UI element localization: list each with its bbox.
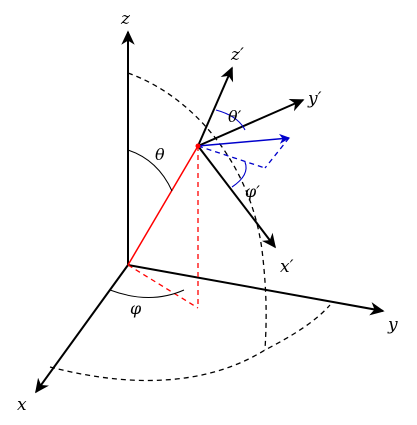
sphere-meridian-arc xyxy=(127,72,267,351)
theta-prime-label: θ′ xyxy=(228,107,242,126)
x-prime-axis-label: x′ xyxy=(280,257,294,277)
direction-vector-drop xyxy=(264,137,290,169)
z-prime-axis-label: z′ xyxy=(230,45,244,65)
x-axis-label: x xyxy=(17,395,27,415)
phi-prime-arc xyxy=(231,161,247,188)
phi-arc xyxy=(109,289,185,298)
theta-label: θ xyxy=(155,145,165,164)
x-prime-axis xyxy=(197,145,276,249)
y-prime-axis-label: y′ xyxy=(307,89,322,109)
position-vector xyxy=(127,145,199,266)
point-marker xyxy=(195,143,201,149)
y-axis-label: y xyxy=(387,315,398,335)
theta-arc xyxy=(127,149,173,192)
z-axis-label: z xyxy=(120,9,131,29)
direction-vector xyxy=(197,133,291,147)
direction-vector-projection xyxy=(197,145,266,169)
y-prime-axis xyxy=(197,98,305,147)
x-axis xyxy=(35,264,129,394)
phi-prime-label: φ′ xyxy=(245,182,260,201)
y-axis xyxy=(127,264,385,316)
projection-to-origin xyxy=(127,264,199,309)
z-prime-axis xyxy=(197,66,234,147)
theta-prime-arc xyxy=(215,109,246,131)
phi-label: φ xyxy=(130,299,142,318)
